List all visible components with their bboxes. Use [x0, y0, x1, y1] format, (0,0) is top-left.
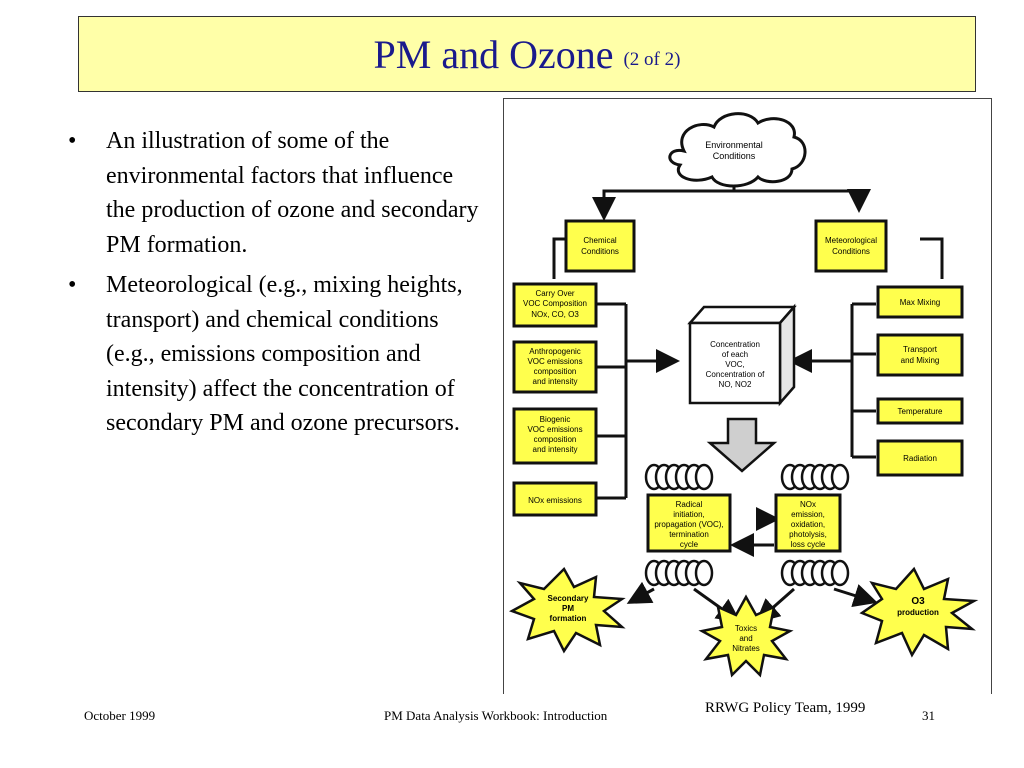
noxcycle-3: oxidation, [791, 520, 825, 529]
title-box: PM and Ozone (2 of 2) [78, 16, 976, 92]
radical-1: Radical [676, 500, 703, 509]
toxics-3: Nitrates [732, 644, 760, 653]
noxcycle-2: emission, [791, 510, 825, 519]
met-label-2: Conditions [832, 247, 870, 256]
box-radiation [876, 439, 964, 477]
radical-5: cycle [680, 540, 699, 549]
bullet-text: An illustration of some of the environme… [106, 128, 479, 258]
slide-title-part: (2 of 2) [623, 49, 681, 70]
biogenic-1: Biogenic [540, 415, 571, 424]
conc-1: Concentration [710, 340, 760, 349]
anthro-1: Anthropogenic [529, 347, 581, 356]
footer-title: PM Data Analysis Workbook: Introduction [384, 708, 608, 723]
chemical-label-2: Conditions [581, 247, 619, 256]
nox-emissions-label: NOx emissions [528, 496, 582, 505]
concentration-cube [687, 303, 797, 407]
figure-credit: RRWG Policy Team, 1999 [705, 700, 866, 716]
diagram-canvas: Environmental Conditions [508, 112, 979, 678]
cloud-shape [668, 112, 807, 188]
biogenic-2: VOC emissions [527, 425, 582, 434]
box-temperature [876, 397, 964, 425]
noxcycle-4: photolysis, [789, 530, 827, 539]
down-arrow-icon [706, 417, 778, 473]
radical-2: initiation, [673, 510, 705, 519]
carryover-3: NOx, CO, O3 [531, 310, 579, 319]
spm-1: Secondary [548, 594, 589, 603]
box-nox-emissions [512, 481, 598, 517]
box-radical [646, 493, 732, 553]
transport-2: and Mixing [901, 356, 940, 365]
transport-1: Transport [903, 345, 938, 354]
box-max-mixing [876, 285, 964, 319]
toxics-1: Toxics [735, 624, 757, 633]
radiation-label: Radiation [903, 454, 937, 463]
box-nox-cycle [774, 493, 842, 553]
starburst-secondary-pm [508, 566, 626, 654]
radical-3: propagation (VOC), [654, 520, 723, 529]
anthro-2: VOC emissions [527, 357, 582, 366]
conc-5: NO, NO2 [719, 380, 752, 389]
box-biogenic [512, 407, 598, 465]
box-carryover [512, 282, 598, 328]
cloud-label-2: Conditions [713, 151, 756, 161]
spm-3: formation [550, 614, 587, 623]
conc-2: of each [722, 350, 748, 359]
bullet-list: • An illustration of some of the environ… [66, 124, 486, 447]
bullet-dot: • [68, 272, 77, 298]
bullet-item: • Meteorological (e.g., mixing heights, … [66, 268, 486, 441]
conc-3: VOC, [725, 360, 745, 369]
box-chemical [564, 219, 636, 273]
box-anthropogenic [512, 340, 598, 394]
anthro-3: composition [534, 367, 577, 376]
starburst-o3 [859, 566, 979, 658]
carryover-1: Carry Over [535, 289, 574, 298]
bullet-text: Meteorological (e.g., mixing heights, tr… [106, 272, 463, 436]
noxcycle-1: NOx [800, 500, 816, 509]
max-mixing-label: Max Mixing [900, 298, 940, 307]
bullet-item: • An illustration of some of the environ… [66, 124, 486, 262]
radical-4: termination [669, 530, 709, 539]
o3-2: production [897, 608, 939, 617]
starburst-toxics [698, 594, 794, 678]
carryover-2: VOC Composition [523, 299, 587, 308]
anthro-4: and intensity [533, 377, 578, 386]
met-label-1: Meteorological [825, 236, 877, 245]
environmental-factors-diagram: Environmental Conditions [503, 98, 992, 694]
page-number: 31 [922, 708, 935, 723]
biogenic-3: composition [534, 435, 577, 444]
box-meteorological [814, 219, 888, 273]
box-transport [876, 333, 964, 377]
bullet-dot: • [68, 128, 77, 154]
spm-2: PM [562, 604, 574, 613]
o3-1: O3 [911, 596, 925, 607]
slide-title: PM and Ozone [373, 31, 614, 77]
cloud-label-1: Environmental [705, 140, 763, 150]
coils [644, 463, 850, 587]
conc-4: Concentration of [706, 370, 765, 379]
toxics-2: and [739, 634, 752, 643]
chemical-label-1: Chemical [583, 236, 617, 245]
biogenic-4: and intensity [533, 445, 578, 454]
temperature-label: Temperature [898, 407, 943, 416]
footer-date: October 1999 [84, 708, 156, 723]
noxcycle-5: loss cycle [791, 540, 826, 549]
